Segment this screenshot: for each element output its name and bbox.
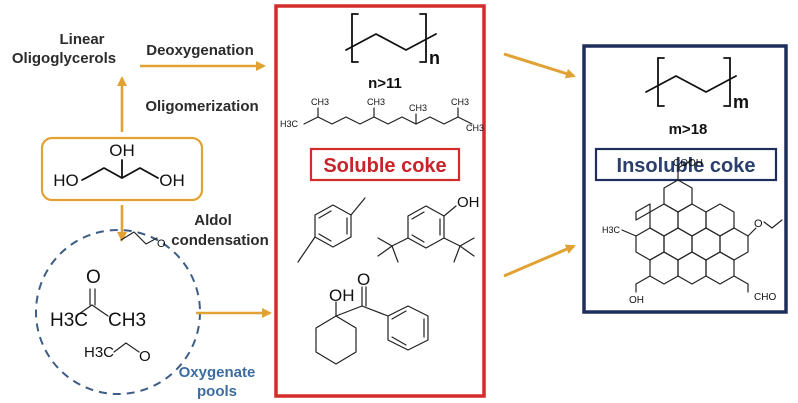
glycerol-ho-left: HO — [53, 171, 79, 190]
condition-n: n>11 — [368, 75, 402, 92]
di-tert-butyl-phenol-molecule: OH — [377, 194, 480, 263]
coke-cho: CHO — [754, 292, 776, 303]
acetone-ch3: CH3 — [108, 310, 146, 331]
subscript-m: m — [733, 92, 749, 112]
alkane-h3c: H3C — [280, 119, 299, 129]
acetaldehyde-h3c: H3C — [84, 344, 114, 361]
label-oligoglycerols: Oligoglycerols — [12, 50, 116, 67]
insoluble-coke-label-box — [594, 147, 778, 182]
insoluble-coke-box — [582, 44, 788, 314]
polyethylene-m-molecule: m m>18 — [645, 57, 749, 138]
acetaldehyde-molecule: H3C O — [84, 342, 151, 365]
acetone-molecule: O H3C CH3 — [50, 267, 146, 331]
propanal-o: O — [157, 238, 166, 250]
label-aldol: Aldol — [194, 212, 232, 229]
alkane-ch3-3: CH3 — [409, 103, 427, 113]
propanal-molecule: O — [120, 231, 166, 250]
coke-o: O — [754, 218, 763, 230]
soluble-coke-box — [274, 4, 486, 398]
label-linear: Linear — [59, 31, 104, 48]
alkane-ch3-2: CH3 — [367, 97, 385, 107]
acetaldehyde-o: O — [139, 348, 151, 365]
condition-m: m>18 — [669, 121, 708, 138]
coke-oh: OH — [629, 295, 644, 306]
glycerol-oh-top: OH — [109, 141, 135, 160]
label-pools: pools — [197, 383, 237, 400]
glycerol-molecule: OH HO OH — [53, 141, 185, 190]
label-insoluble-coke: Insoluble coke — [617, 155, 756, 177]
polyethylene-n-molecule: n n>11 — [345, 13, 440, 92]
arrow-soluble-to-insoluble-top — [503, 52, 576, 79]
alkane-ch3-1: CH3 — [311, 97, 329, 107]
acetone-h3c: H3C — [50, 310, 88, 331]
label-condensation: condensation — [171, 232, 269, 249]
hydroxycyclohexyl-phenyl-ketone-molecule: OH O — [315, 270, 429, 365]
label-deoxygenation: Deoxygenation — [146, 42, 254, 59]
glycerol-box — [40, 136, 204, 202]
label-oxygenate: Oxygenate — [179, 364, 256, 381]
glycerol-oh-right: OH — [159, 171, 185, 190]
branched-alkane-molecule: H3C CH3 CH3 CH3 CH3 CH3 — [280, 97, 484, 133]
p-xylene-molecule — [297, 197, 366, 263]
arrow-soluble-to-insoluble-bottom — [503, 244, 576, 278]
soluble-coke-label-box — [309, 147, 461, 182]
phenol-oh: OH — [457, 194, 480, 211]
alkane-ch3-4: CH3 — [451, 97, 469, 107]
coke-cooh-label: COOH — [673, 158, 703, 169]
label-oligomerization: Oligomerization — [145, 98, 258, 115]
subscript-n: n — [429, 48, 440, 68]
ketone-oh: OH — [329, 286, 355, 305]
polyaromatic-coke-molecule: COOH COOH H3C OH O CHO — [602, 158, 783, 306]
ketone-o: O — [357, 270, 370, 289]
alkane-ch3-5: CH3 — [466, 123, 484, 133]
label-soluble-coke: Soluble coke — [323, 155, 446, 177]
coke-h3c: H3C — [602, 225, 621, 235]
acetone-o: O — [86, 267, 101, 288]
